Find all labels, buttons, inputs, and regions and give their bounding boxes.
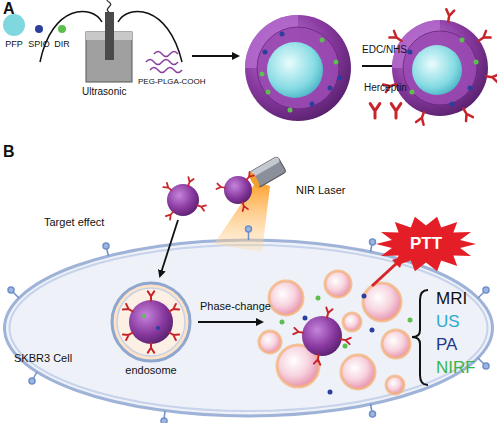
imaging-label: US	[436, 313, 460, 332]
reagent-label: EDC/NHS	[362, 44, 407, 55]
starburst: PTT	[376, 216, 476, 272]
therapy-label: PTT	[376, 235, 476, 254]
free-nanoparticles	[163, 172, 254, 220]
legend-swatch	[3, 14, 25, 36]
imaging-label: NIRF	[436, 359, 476, 378]
endosome-label: endosome	[106, 364, 196, 376]
sonicator	[40, 0, 182, 82]
panel-letter: B	[3, 143, 15, 161]
process-label: Phase-change	[200, 300, 271, 312]
legend-swatch	[35, 25, 43, 33]
imaging-label: PA	[436, 336, 457, 355]
process-label: Target effect	[44, 216, 104, 228]
endosome-circle: endosome	[106, 280, 196, 380]
material-label: PEG-PLGA-COOH	[138, 78, 206, 87]
imaging-label: MRI	[436, 290, 467, 309]
polymer-chains	[146, 52, 182, 73]
process-arrow	[192, 55, 238, 57]
laser-label: NIR Laser	[296, 184, 346, 196]
antibody-label: Herceptin	[364, 82, 407, 93]
targeted-nanoparticle	[383, 9, 497, 125]
legend-text: DIR	[54, 40, 70, 50]
cell-label: SKBR3 Cell	[14, 352, 72, 364]
laser-device	[247, 156, 286, 189]
legend-text: PFP	[5, 40, 23, 50]
legend-swatch	[58, 25, 66, 33]
device-label: Ultrasonic	[82, 86, 126, 97]
panel-letter: A	[3, 0, 15, 18]
nanoparticle	[245, 15, 351, 121]
legend-text: SPIO	[28, 40, 50, 50]
process-arrow	[362, 65, 408, 67]
antibody-icons	[370, 104, 401, 118]
